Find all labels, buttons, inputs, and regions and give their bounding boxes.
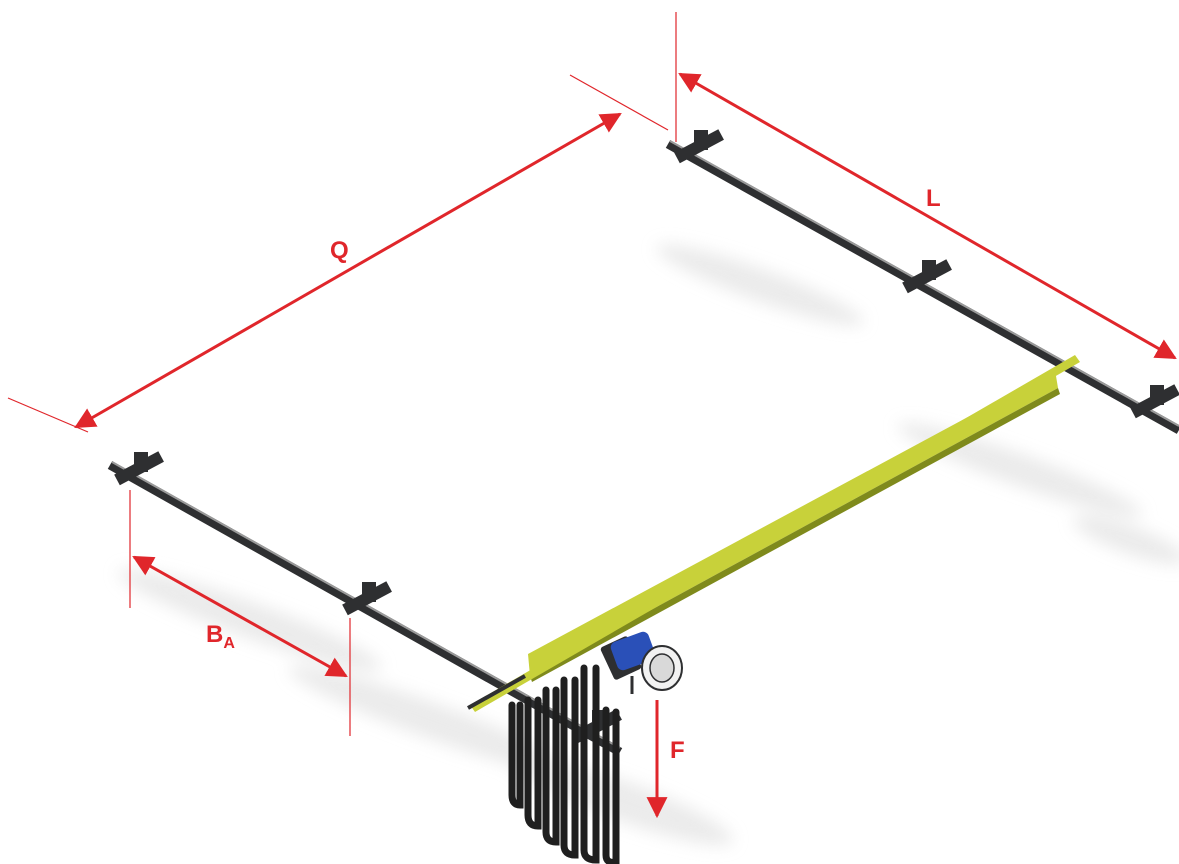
dimension-l: L	[675, 12, 1177, 360]
floor-shadows	[118, 244, 1179, 846]
dimension-label-ba: BA	[206, 621, 235, 652]
dimension-label-ba-subscript: A	[223, 635, 235, 652]
dimension-q: Q	[7, 74, 669, 433]
hoist-trolley	[600, 631, 683, 694]
dimension-label-l: L	[926, 185, 941, 212]
dimension-label-q: Q	[330, 237, 349, 264]
dimension-ba: BA	[129, 490, 351, 736]
dimension-f: F	[646, 700, 685, 819]
bracket-front-left	[114, 451, 164, 486]
festoon-cables	[508, 664, 620, 864]
dimension-label-f: F	[670, 737, 685, 764]
bridge-girder	[467, 355, 1080, 712]
bracket-mid-left	[342, 581, 392, 616]
dimension-label-ba-main: B	[206, 621, 223, 648]
bracket-back-right	[1130, 384, 1179, 419]
